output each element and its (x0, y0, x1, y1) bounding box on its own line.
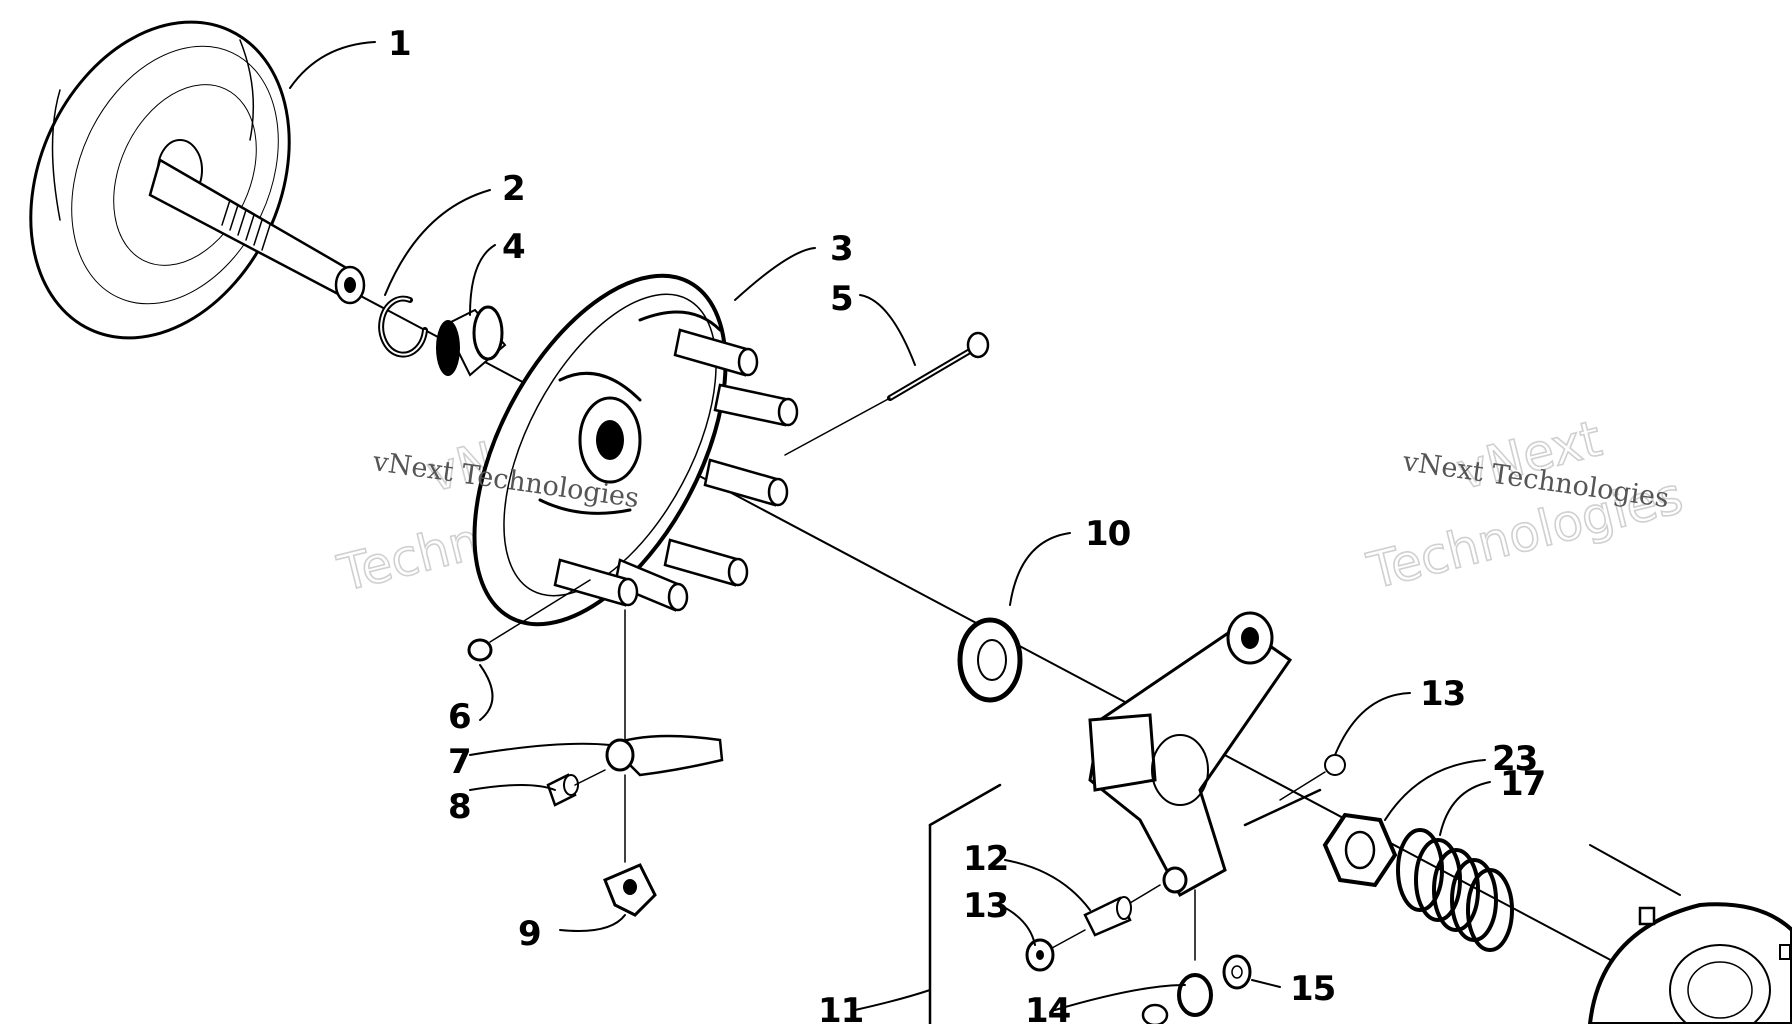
callout-10: 10 (1085, 514, 1131, 554)
nut (467, 579, 591, 662)
snap-ring (378, 295, 428, 358)
leader-13-upper (1334, 692, 1411, 756)
washer (957, 617, 1023, 703)
callout-17: 17 (1500, 764, 1545, 804)
leader-7 (469, 742, 611, 756)
bushing (436, 305, 507, 377)
tower-posts (553, 328, 799, 612)
leader-4 (469, 244, 496, 316)
leader-14 (1054, 984, 1186, 1011)
weight-arm (605, 609, 724, 777)
movable-sheave-arm (1088, 611, 1293, 961)
callout-6: 6 (448, 697, 471, 737)
callout-8: 8 (448, 787, 471, 827)
leader-6 (479, 664, 494, 721)
leader-1 (289, 41, 376, 89)
leader-3 (734, 247, 816, 301)
retainer-clip (603, 774, 657, 917)
lower-bushing (1141, 954, 1252, 1024)
leader-15 (1251, 979, 1281, 988)
callout-7: 7 (448, 742, 471, 782)
callout-13-upper: 13 (1420, 674, 1465, 714)
leader-9 (559, 914, 626, 932)
leader-2 (384, 189, 491, 296)
callout-12: 12 (963, 839, 1008, 879)
callout-2: 2 (502, 169, 525, 209)
small-washer-lower (1025, 929, 1086, 972)
callout-9: 9 (518, 914, 541, 954)
leader-10 (1009, 532, 1071, 606)
leader-11 (854, 989, 931, 1011)
callout-13-lower: 13 (963, 886, 1008, 926)
leader-17 (1439, 781, 1491, 836)
leader-8 (469, 784, 556, 791)
leader-5 (859, 294, 916, 366)
sheave-with-shaft (29, 20, 366, 340)
leader-23 (1384, 759, 1486, 821)
fixed-sheave-partial (1587, 844, 1792, 1024)
spring (1396, 828, 1514, 952)
hex-nut (1322, 812, 1398, 888)
callout-15: 15 (1290, 969, 1335, 1009)
spider-cover (472, 273, 799, 627)
roller-pin (1083, 884, 1161, 937)
callout-11: 11 (818, 991, 863, 1024)
callouts: 1 2 3 4 5 6 7 8 9 10 11 12 13 13 14 15 1… (388, 24, 1546, 1024)
callout-3: 3 (830, 229, 853, 269)
callout-1: 1 (388, 24, 411, 64)
callout-14: 14 (1025, 991, 1071, 1024)
leader-13-lower (999, 904, 1036, 946)
leader-12 (1004, 859, 1091, 911)
callout-4: 4 (502, 227, 525, 267)
callout-23: 23 (1492, 739, 1537, 779)
callout-5: 5 (830, 279, 853, 319)
bolt (784, 331, 990, 456)
weight-pin (546, 769, 606, 807)
leader-lines (289, 41, 1491, 1011)
